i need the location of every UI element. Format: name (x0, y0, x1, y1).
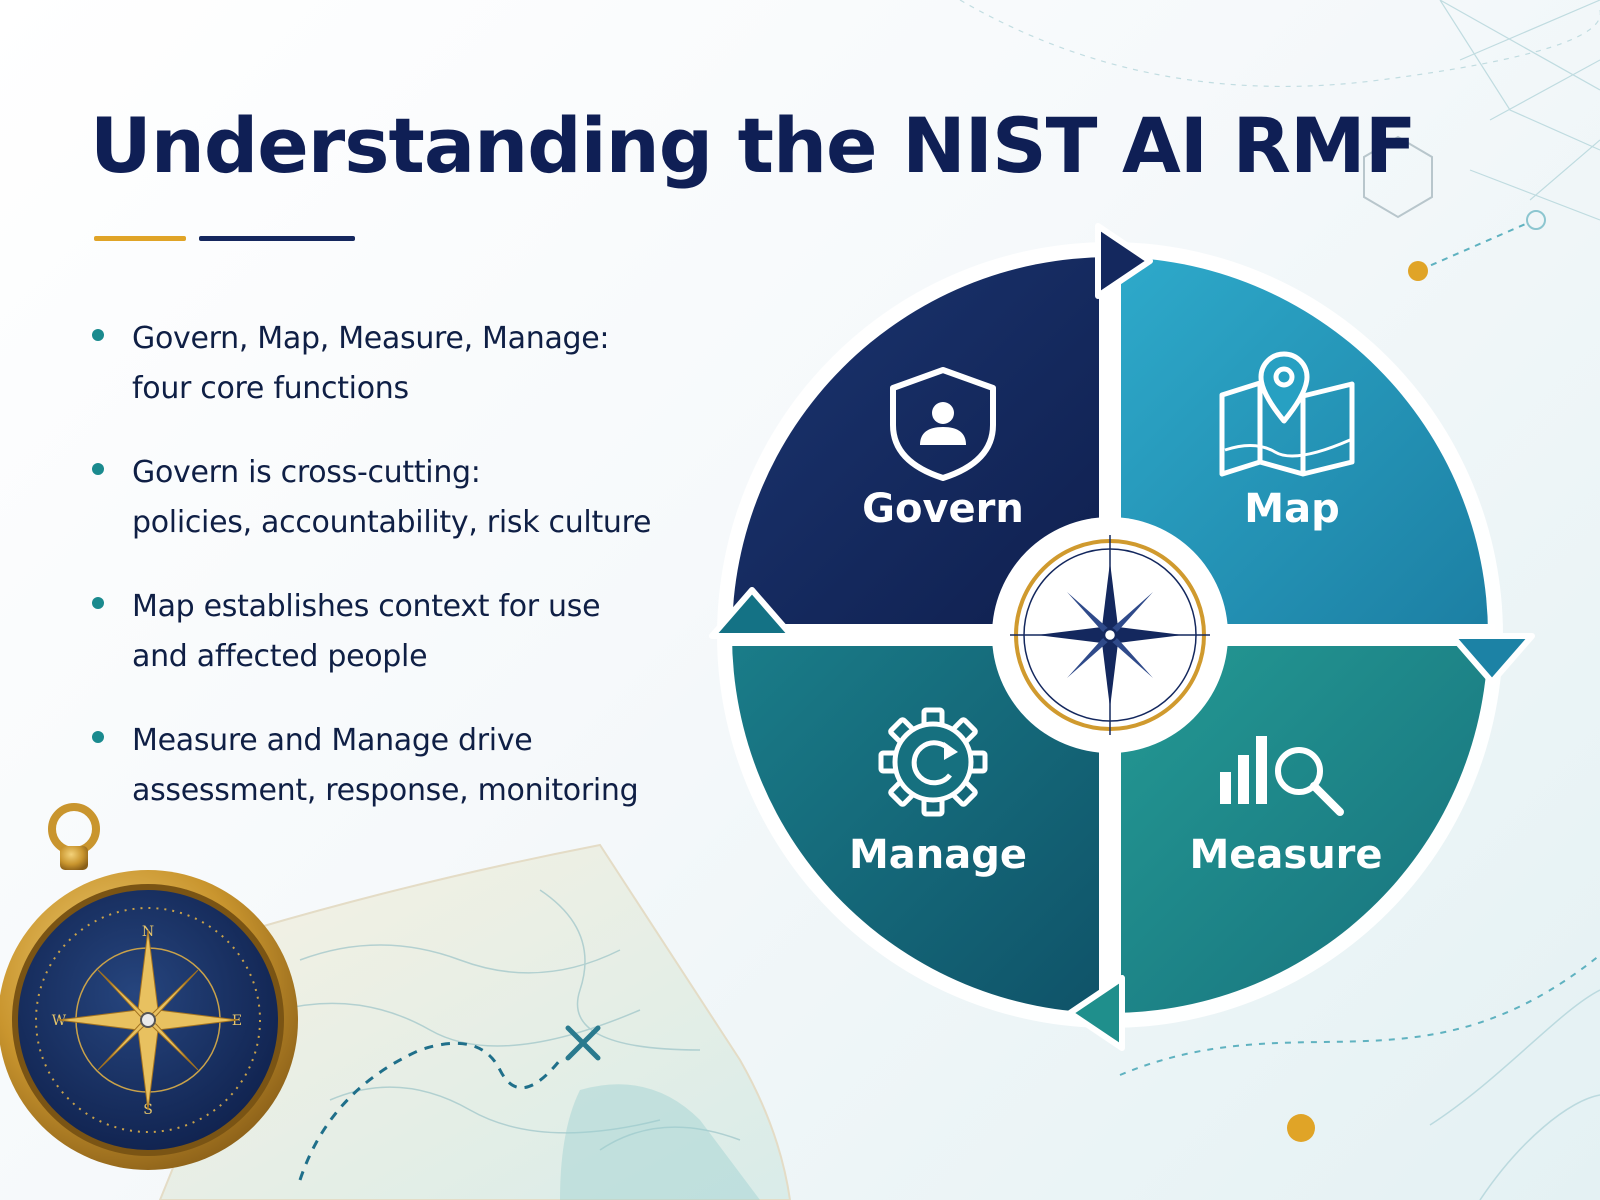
segment-label-measure: Measure (1189, 832, 1382, 878)
shield-user-icon (890, 367, 996, 481)
title-underline-gold (94, 236, 186, 241)
compass-mark-e: E (232, 1013, 242, 1029)
bar-chart-search-icon (1220, 736, 1344, 816)
bullet-text: Measure and Manage drive (132, 723, 533, 758)
bullet-list: Govern, Map, Measure, Manage: four core … (92, 314, 712, 850)
map-pin-icon (1219, 351, 1355, 477)
bullet-item: Map establishes context for use and affe… (92, 582, 712, 682)
compass-rose-icon (992, 517, 1228, 753)
hexagon-decor (1363, 135, 1433, 219)
bullet-text: policies, accountability, risk culture (132, 505, 652, 540)
bullet-item: Measure and Manage drive assessment, res… (92, 716, 712, 816)
bullet-text: and affected people (132, 639, 428, 674)
title-underline-navy (199, 236, 355, 241)
bullet-text: assessment, response, monitoring (132, 773, 639, 808)
brass-compass: N E S W (0, 803, 298, 1170)
node-ring-decor (1526, 210, 1546, 230)
bullet-dot (92, 329, 104, 341)
bullet-text: Map establishes context for use (132, 589, 601, 624)
segment-label-map: Map (1244, 486, 1339, 532)
segment-govern (732, 257, 1110, 635)
bullet-dot (92, 597, 104, 609)
bullet-text: four core functions (132, 371, 409, 406)
segment-measure (1110, 635, 1488, 1013)
compass-mark-w: W (52, 1013, 67, 1029)
segment-map (1110, 257, 1488, 635)
segment-manage (732, 635, 1110, 1013)
bullet-text: Govern is cross-cutting: (132, 455, 481, 490)
x-mark-icon (565, 1025, 601, 1061)
treasure-map (158, 843, 792, 1200)
slide-title: Understanding the NIST AI RMF (90, 101, 1417, 190)
gear-refresh-icon (878, 707, 988, 817)
gold-dot-decor (1408, 261, 1428, 281)
bullet-dot (92, 463, 104, 475)
gold-dot-decor (1287, 1114, 1315, 1142)
segment-label-manage: Manage (849, 832, 1027, 878)
bullet-item: Govern is cross-cutting: policies, accou… (92, 448, 712, 548)
bullet-item: Govern, Map, Measure, Manage: four core … (92, 314, 712, 414)
cycle-arrow-heads (709, 223, 1535, 1051)
bullet-dot (92, 731, 104, 743)
bullet-text: Govern, Map, Measure, Manage: (132, 321, 610, 356)
segment-label-govern: Govern (862, 486, 1024, 532)
